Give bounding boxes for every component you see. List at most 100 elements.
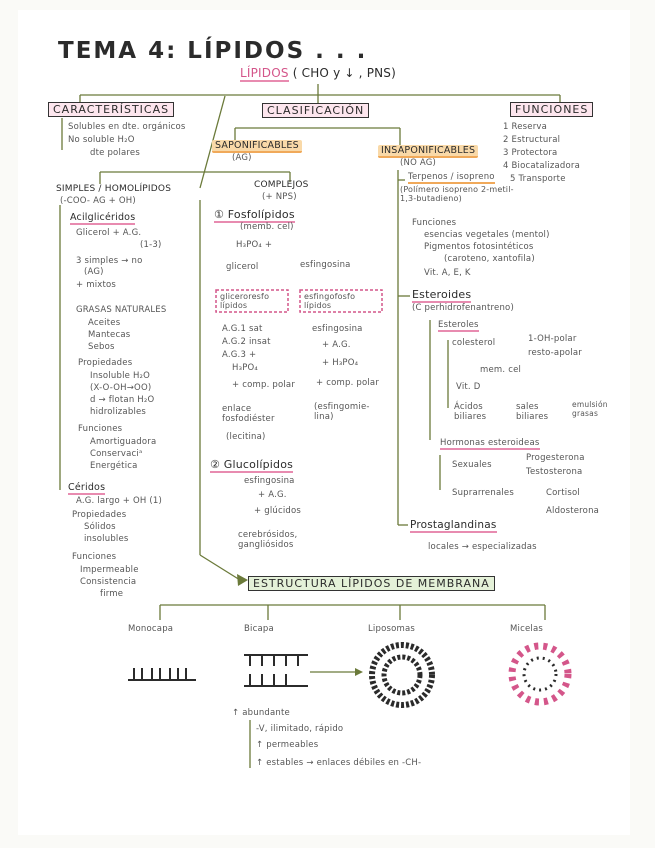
funcion-sub-item: Conservaciᵃ [90,449,142,459]
funcion-item: 1 Reserva [503,122,547,132]
bicapa-note: ↑ estables → enlaces débiles en -CH- [256,758,421,768]
glicero-item: A.G.3 + [222,350,256,360]
liposomas-label: Liposomas [368,624,415,634]
terpeno-item: (caroteno, xantofila) [444,254,535,264]
mixtos-label: + mixtos [76,280,116,290]
vit-d: Vit. D [456,382,480,392]
glicerol-branch: glicerol [226,262,259,272]
oh-polar: 1-OH-polar [528,334,577,344]
ceridos-func-item: Impermeable [80,565,139,575]
terpeno-item: Pigmentos fotosintéticos [424,242,534,252]
ceridos-formula: A.G. largo + OH (1) [76,496,162,506]
glicero-item: H₃PO₄ [232,363,258,373]
monocapa-diagram [128,668,196,680]
simples-label: SIMPLES / HOMOLÍPIDOS [56,184,171,194]
esfingo-item: + A.G. [322,340,351,350]
ceridos-func-item: firme [100,589,123,599]
glicero-item: (lecitina) [226,432,266,442]
lipidos-formula: ( CHO y ↓ , PNS) [293,66,396,80]
gluco-item: cerebrósidos, gangliósidos [238,530,348,550]
saponificables-sub: (AG) [232,153,252,163]
progesterona: Progesterona [526,453,585,463]
suprarrenales-label: Suprarrenales [452,488,514,498]
grasa-item: Sebos [88,342,115,352]
esfingofosfolipidos: esfingofosfo lípidos [304,292,380,310]
acilgliceridos-label: Acilglicéridos [70,212,135,223]
propiedad-item: hidrolizables [90,407,146,417]
ag-label: (AG) [84,267,104,277]
terpenos-label: Terpenos / isopreno [408,172,495,182]
hormonas-label: Hormonas esteroideas [440,438,540,448]
mem-cel: mem. cel [480,365,521,375]
complejos-label: COMPLEJOS [254,180,309,190]
funcion-item: 3 Protectora [503,148,557,158]
terpeno-item: Vit. A, E, K [424,268,471,278]
funcion-item: 5 Transporte [510,174,566,184]
colesterol-label: colesterol [452,338,495,348]
caracteristicas-heading: CARACTERÍSTICAS [48,102,174,117]
fosfolipidos-sub: (memb. cel) [240,222,294,232]
membrana-heading: ESTRUCTURA LÍPIDOS DE MEMBRANA [248,576,495,591]
bicapa-note: ↑ permeables [256,740,318,750]
fosfolipidos-label: ① Fosfolípidos [214,208,295,221]
esfingosina-branch: esfingosina [300,260,351,270]
resto-apolar: resto-apolar [528,348,582,358]
bicapa-note: ↑ abundante [232,708,290,718]
sexuales-label: Sexuales [452,460,492,470]
esteroides-sub: (C perhidrofenantreno) [412,303,514,313]
clasificacion-heading: CLASIFICACIÓN [262,103,369,118]
glicero-item: + comp. polar [232,380,295,390]
micela-diagram [512,646,568,702]
glicero-item: A.G.2 insat [222,337,271,347]
gluco-item: + A.G. [258,490,287,500]
propiedad-item: (X-O-OH→OO) [90,383,151,393]
grasa-item: Aceites [88,318,120,328]
acidos-biliares: Ácidos biliares [454,402,504,422]
h3po4-label: H₃PO₄ + [236,240,272,250]
propiedades-label: Propiedades [78,358,132,368]
esfingo-item: (esfingomie-lina) [314,402,380,422]
ceridos-prop-item: insolubles [84,534,129,544]
glicerol-formula: Glicerol + A.G. [76,228,141,238]
funciones-sub-label: Funciones [78,424,122,434]
caracteristica-item: Solubles en dte. orgánicos [68,122,186,132]
saponificables-label: SAPONIFICABLES [212,140,302,151]
ceridos-func-item: Consistencia [80,577,136,587]
lipidos-root: LÍPIDOS ( CHO y ↓ , PNS) [240,66,396,80]
liposoma-diagram [372,645,432,705]
ceridos-propiedades: Propiedades [72,510,126,520]
micelas-label: Micelas [510,624,543,634]
esfingo-item: + comp. polar [316,378,379,388]
simples-sub: (-COO- AG + OH) [60,196,136,206]
gluco-item: esfingosina [244,476,295,486]
esfingo-item: esfingosina [312,324,363,334]
esfingo-item: + H₃PO₄ [322,358,358,368]
gluco-item: + glúcidos [254,506,301,516]
caracteristica-item: No soluble H₂O [68,135,135,145]
ceridos-prop-item: Sólidos [84,522,116,532]
terpeno-item: esencias vegetales (mentol) [424,230,550,240]
terpenos-funciones: Funciones [412,218,456,228]
testosterona: Testosterona [526,467,582,477]
funcion-item: 2 Estructural [503,135,560,145]
glicerol-sub: (1-3) [140,240,162,250]
propiedad-item: Insoluble H₂O [90,371,150,381]
bicapa-diagram [244,655,308,686]
emulsion-grasas: emulsión grasas [572,400,612,418]
esteroides-label: Esteroides [412,288,471,301]
lipidos-label: LÍPIDOS [240,66,289,82]
glicero-item: enlace fosfodiéster [222,404,296,424]
caracteristica-item: dte polares [90,148,140,158]
insaponificables-label: INSAPONIFICABLES [378,145,478,156]
funcion-sub-item: Amortiguadora [90,437,156,447]
bicapa-label: Bicapa [244,624,274,634]
grasas-label: GRASAS NATURALES [76,305,166,315]
ceridos-funciones: Funciones [72,552,116,562]
sales-biliares: sales biliares [516,402,556,422]
propiedad-item: d → flotan H₂O [90,395,154,405]
grasa-item: Mantecas [88,330,130,340]
funcion-sub-item: Energética [90,461,138,471]
monocapa-label: Monocapa [128,624,173,634]
glucolipidos-label: ② Glucolípidos [210,458,293,471]
terpenos-sub: (Polímero isopreno 2-metil-1,3-butadieno… [400,185,520,203]
